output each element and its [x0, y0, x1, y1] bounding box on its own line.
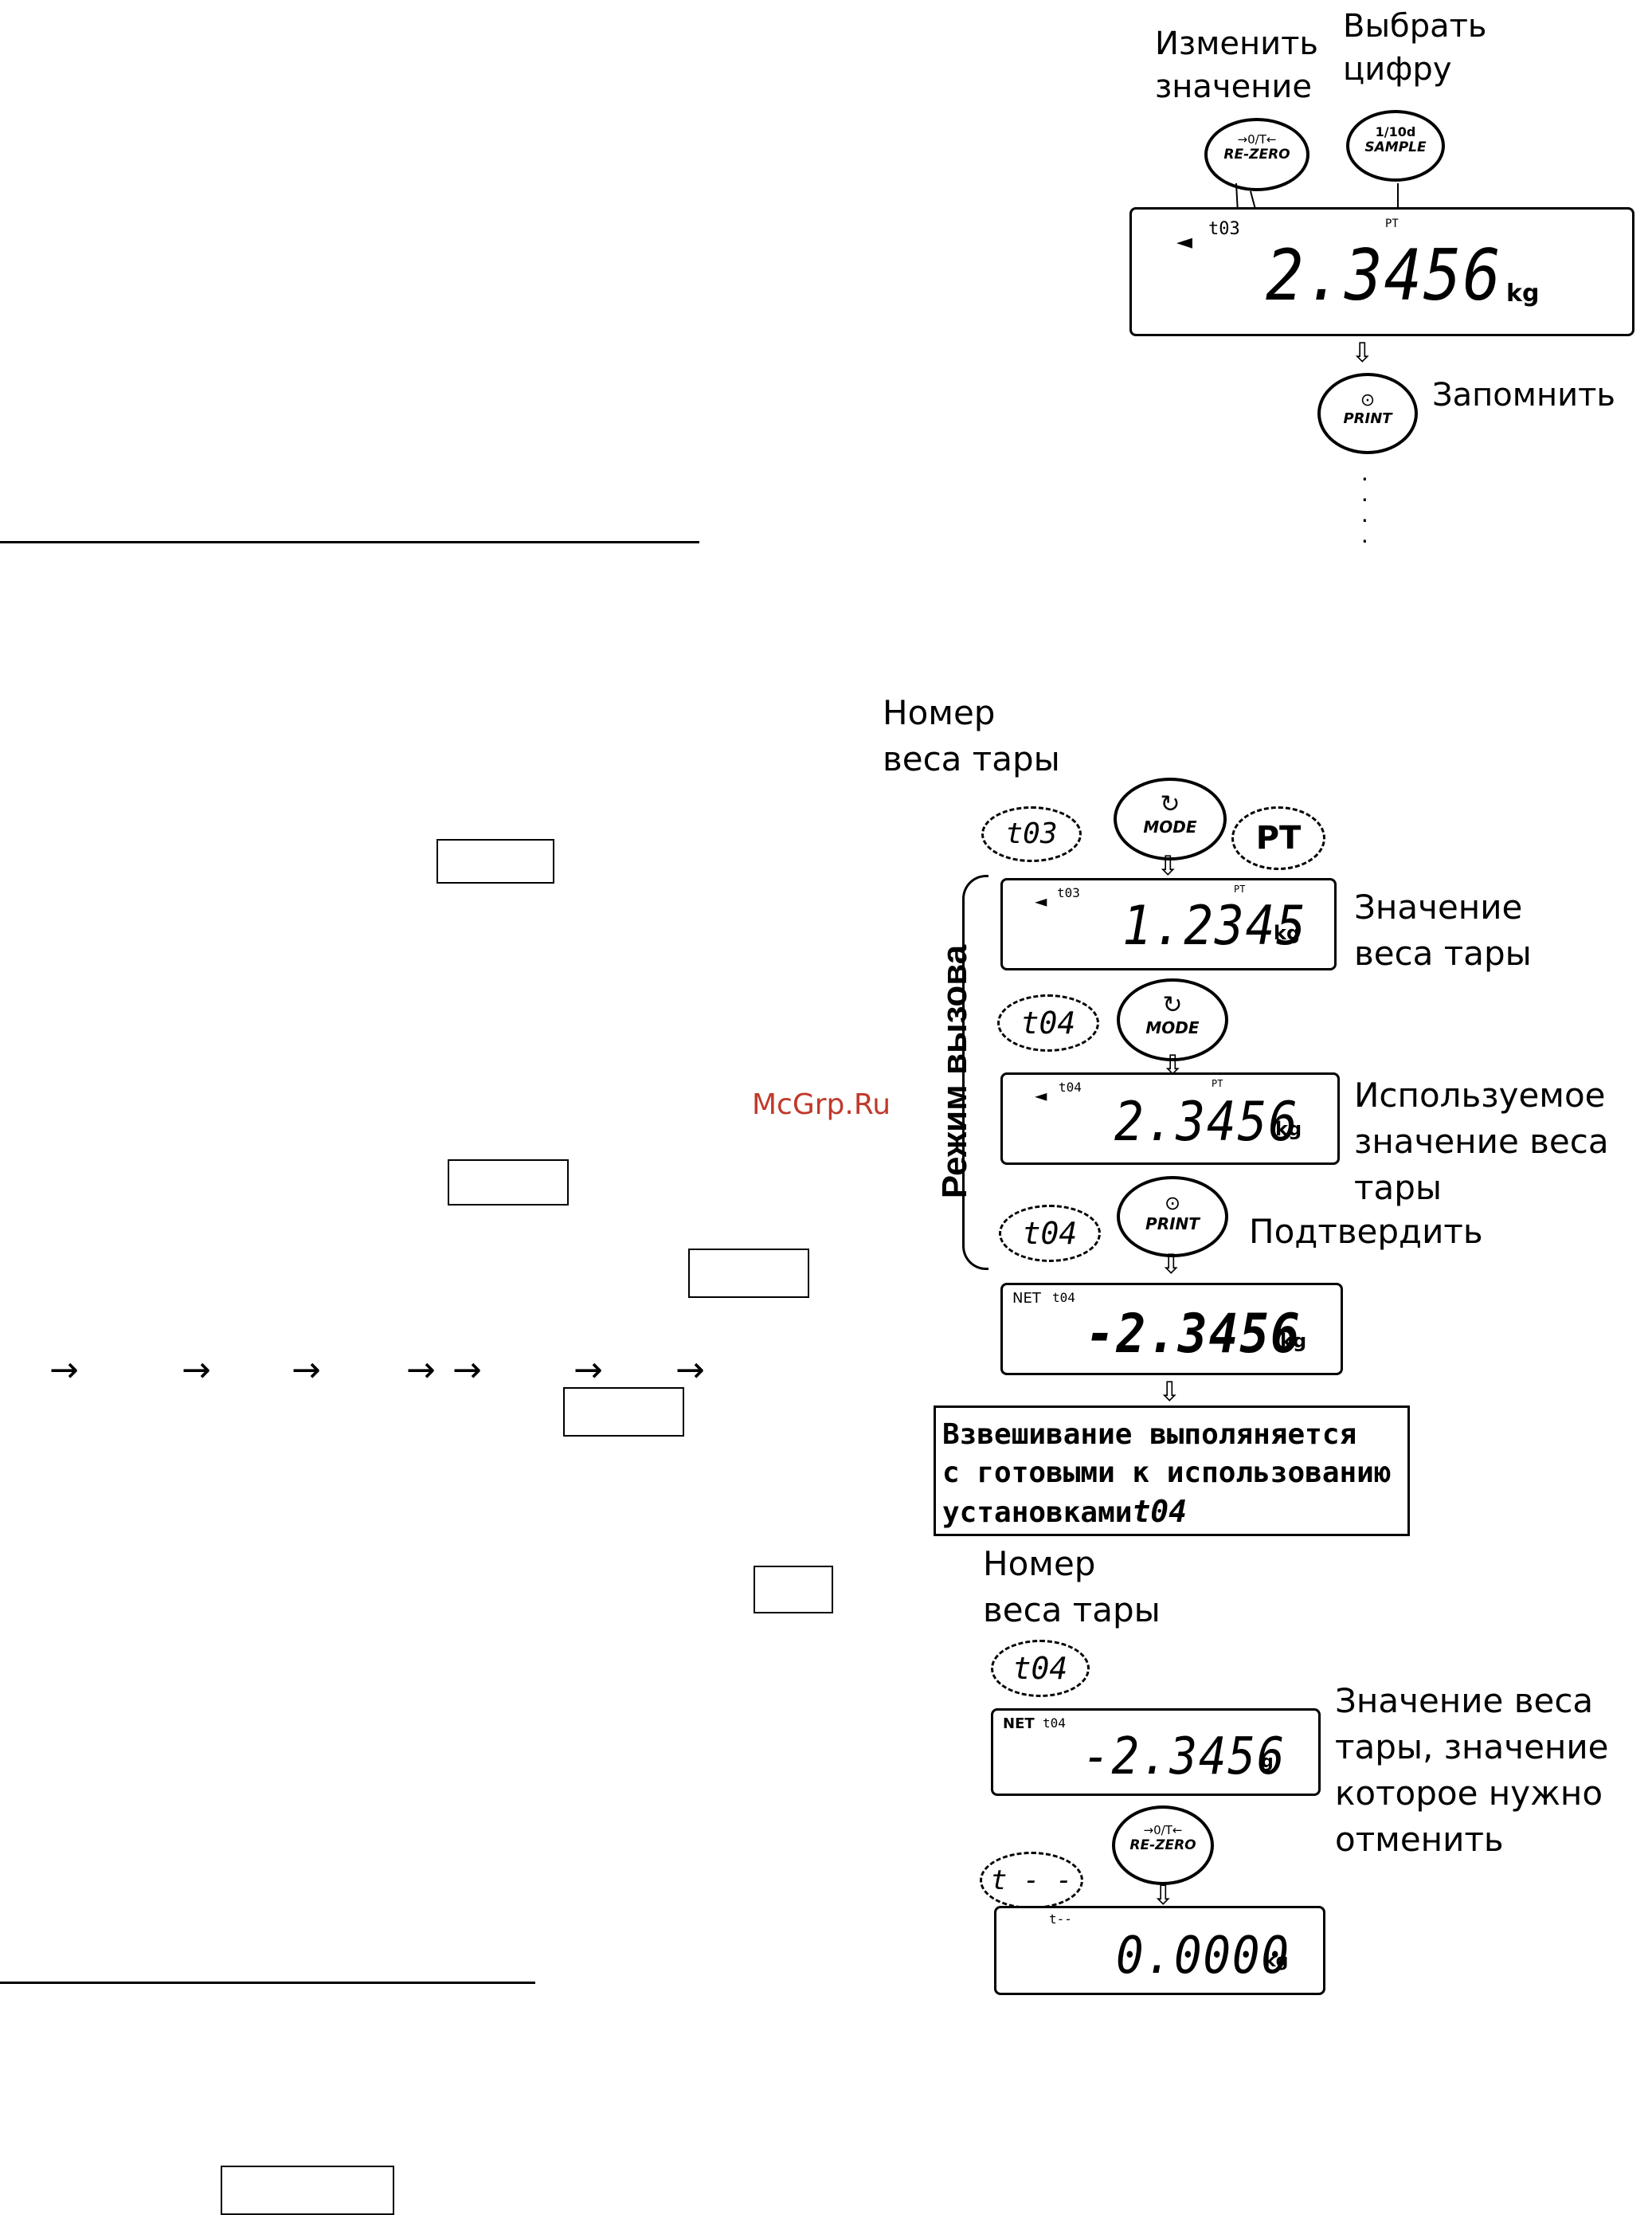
display-4: NET t04 -2.3456 g: [991, 1708, 1321, 1796]
rezero-button-top[interactable]: →0/T← RE-ZERO: [1204, 118, 1309, 191]
rezero-cancel-label: RE-ZERO: [1129, 1837, 1196, 1853]
bubble-t04-a: t04: [997, 994, 1099, 1052]
bubble-t03: t03: [981, 806, 1082, 862]
arrow-5: →: [452, 1350, 482, 1390]
arrow-6: →: [574, 1350, 603, 1390]
display-5-unit: kg: [1264, 1951, 1289, 1971]
note-box-code: t04: [1132, 1494, 1188, 1529]
mode-symbol-1: ↻: [1160, 790, 1180, 818]
display-top-unit: kg: [1506, 280, 1540, 308]
recall-mode-label: Режим вызова: [935, 944, 974, 1199]
down-arrow-3: ⇩: [1160, 1249, 1183, 1280]
mode-button-2[interactable]: ↻ MODE: [1117, 978, 1228, 1061]
display-4-tare-no: t04: [1043, 1715, 1066, 1731]
tare-value-label: Значение веса тары: [1354, 888, 1532, 973]
print-symbol-top: ⊙: [1360, 390, 1376, 410]
display-3-value: -2.3456: [1086, 1303, 1302, 1366]
sample-symbol: 1/10d: [1375, 124, 1416, 139]
continuation-dots: ····: [1360, 463, 1369, 554]
sample-button-top[interactable]: 1/10d SAMPLE: [1346, 110, 1445, 182]
display-1-tare-no: t03: [1057, 885, 1080, 900]
mode-label-2: MODE: [1145, 1018, 1200, 1037]
change-value-label: Изменить значение: [1155, 25, 1318, 105]
select-digit-label: Выбрать цифру: [1343, 8, 1487, 88]
display-2-tare-no: t04: [1059, 1080, 1082, 1095]
bubble-t04-cancel: t04: [991, 1640, 1090, 1697]
display-1: ◄ t03 PT 1.2345 kg: [1000, 878, 1337, 970]
rezero-button-cancel[interactable]: →0/T← RE-ZERO: [1112, 1805, 1214, 1885]
down-arrow-1: ⇩: [1157, 850, 1180, 882]
mode-label-1: MODE: [1143, 817, 1197, 837]
display-2-pt: PT: [1212, 1078, 1223, 1089]
used-value-label: Используемое значение веса тары: [1354, 1076, 1609, 1207]
display-2-pointer: ◄: [1035, 1086, 1047, 1105]
down-arrow-5: ⇩: [1152, 1880, 1175, 1911]
key-box-1: [436, 839, 554, 884]
note-box-text: Взвешивание выполяняется с готовыми к ис…: [942, 1418, 1392, 1529]
cancel-value-label: Значение веса тары, значение которое нуж…: [1335, 1681, 1609, 1859]
display-top-pt: PT: [1385, 218, 1399, 230]
display-top-tare-no: t03: [1208, 219, 1240, 239]
bubble-t04-b: t04: [999, 1205, 1101, 1262]
display-1-value: 1.2345: [1122, 895, 1307, 958]
watermark: McGrp.Ru: [752, 1088, 891, 1121]
print-label-main: PRINT: [1145, 1214, 1200, 1233]
arrow-3: →: [292, 1350, 321, 1390]
confirm-label: Подтвердить: [1249, 1212, 1483, 1251]
print-label-top: PRINT: [1343, 410, 1392, 427]
display-4-unit: g: [1261, 1752, 1274, 1772]
arrow-2: →: [182, 1350, 211, 1390]
display-5: t-- 0.0000 kg: [994, 1906, 1325, 1995]
arrow-7: →: [675, 1350, 705, 1390]
note-box: Взвешивание выполяняется с готовыми к ис…: [934, 1405, 1410, 1536]
display-3-unit: kg: [1280, 1330, 1307, 1352]
mode-button-1[interactable]: ↻ MODE: [1114, 778, 1227, 861]
store-label: Запомнить: [1432, 377, 1615, 414]
display-1-unit: kg: [1274, 922, 1301, 944]
display-2: ◄ t04 PT 2.3456 kg: [1000, 1072, 1340, 1165]
tare-number-label-cancel: Номер веса тары: [983, 1544, 1161, 1629]
print-button-top[interactable]: ⊙ PRINT: [1317, 373, 1418, 454]
mode-symbol-2: ↻: [1162, 991, 1183, 1019]
display-3: NET t04 -2.3456 kg: [1000, 1283, 1343, 1375]
tare-number-label-main: Номер веса тары: [883, 693, 1060, 778]
print-symbol-main: ⊙: [1164, 1192, 1181, 1214]
display-4-net: NET: [1003, 1715, 1035, 1732]
key-box-5: [754, 1566, 833, 1613]
display-4-value: -2.3456: [1082, 1727, 1286, 1786]
sample-label: SAMPLE: [1364, 139, 1427, 155]
down-arrow-top: ⇩: [1351, 337, 1374, 369]
section-rule-bottom: [0, 1982, 535, 1984]
bubble-t-dash: t - -: [980, 1852, 1083, 1909]
key-box-3: [688, 1249, 809, 1298]
display-top-pointer: ◄: [1176, 230, 1192, 254]
display-3-net: NET: [1012, 1290, 1041, 1307]
key-box-4: [563, 1387, 684, 1437]
rezero-symbol: →0/T←: [1237, 132, 1277, 147]
display-2-value: 2.3456: [1114, 1091, 1299, 1154]
display-1-pointer: ◄: [1035, 892, 1047, 911]
display-top-value: 2.3456: [1266, 234, 1502, 316]
section-rule-top: [0, 541, 699, 543]
display-1-pt: PT: [1234, 884, 1246, 895]
display-5-value: 0.0000: [1116, 1927, 1290, 1986]
arrow-4: →: [406, 1350, 436, 1390]
arrow-1: →: [49, 1350, 79, 1390]
display-3-tare-no: t04: [1052, 1290, 1075, 1305]
bubble-pt: PT: [1231, 806, 1325, 870]
rezero-cancel-symbol: →0/T←: [1143, 1823, 1183, 1837]
key-box-6: [221, 2166, 394, 2215]
print-button-main[interactable]: ⊙ PRINT: [1117, 1176, 1228, 1257]
display-top: ◄ t03 PT 2.3456 kg: [1129, 207, 1634, 336]
rezero-label: RE-ZERO: [1223, 147, 1290, 163]
key-box-2: [448, 1159, 569, 1206]
down-arrow-4: ⇩: [1158, 1376, 1181, 1408]
display-2-unit: kg: [1275, 1118, 1302, 1140]
display-5-tare-no: t--: [1049, 1911, 1072, 1927]
